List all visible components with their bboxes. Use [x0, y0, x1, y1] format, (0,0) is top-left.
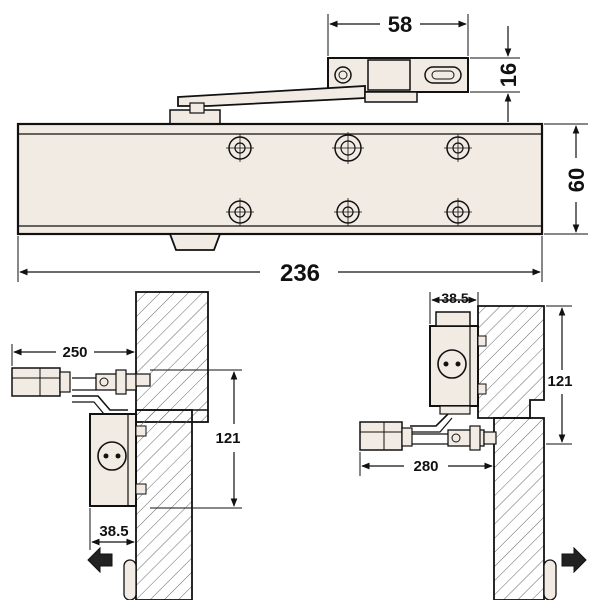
- right-installation-view: [359, 305, 557, 600]
- dim-label-58: 58: [388, 12, 412, 37]
- hole: [226, 198, 254, 226]
- arrow-left-icon: [87, 546, 113, 574]
- dim-label-236: 236: [280, 260, 320, 287]
- left-installation-view: [11, 291, 209, 600]
- hole: [226, 134, 254, 162]
- dimension-58: 58: [327, 12, 469, 56]
- hole: [444, 198, 472, 226]
- dim-label-38-5-left: 38.5: [99, 523, 128, 540]
- dimension-60: 60: [544, 123, 589, 235]
- hole: [332, 132, 364, 164]
- dimension-38-5-right: 38.5: [429, 290, 479, 324]
- dimension-250: 250: [11, 344, 137, 366]
- dim-label-121-right: 121: [547, 373, 572, 390]
- dim-label-121-left: 121: [215, 430, 240, 447]
- dimension-121-right: 121: [546, 305, 573, 445]
- dim-label-60: 60: [564, 168, 589, 192]
- dim-label-38-5-right: 38.5: [441, 290, 468, 306]
- dim-label-250: 250: [62, 344, 87, 361]
- dimension-16: 16: [470, 26, 521, 122]
- mounting-holes: [226, 132, 472, 226]
- arrow-right-icon: [561, 546, 587, 574]
- closer-body: [16, 122, 544, 251]
- hole: [444, 134, 472, 162]
- hole: [334, 198, 362, 226]
- dimension-236: 236: [17, 236, 543, 287]
- closer-arm: [169, 85, 418, 125]
- dim-label-280: 280: [413, 458, 438, 475]
- dimension-121-left: 121: [150, 369, 242, 509]
- dim-label-16: 16: [496, 63, 521, 87]
- dimension-280: 280: [359, 452, 495, 476]
- dimension-38-5-left: 38.5: [89, 508, 137, 550]
